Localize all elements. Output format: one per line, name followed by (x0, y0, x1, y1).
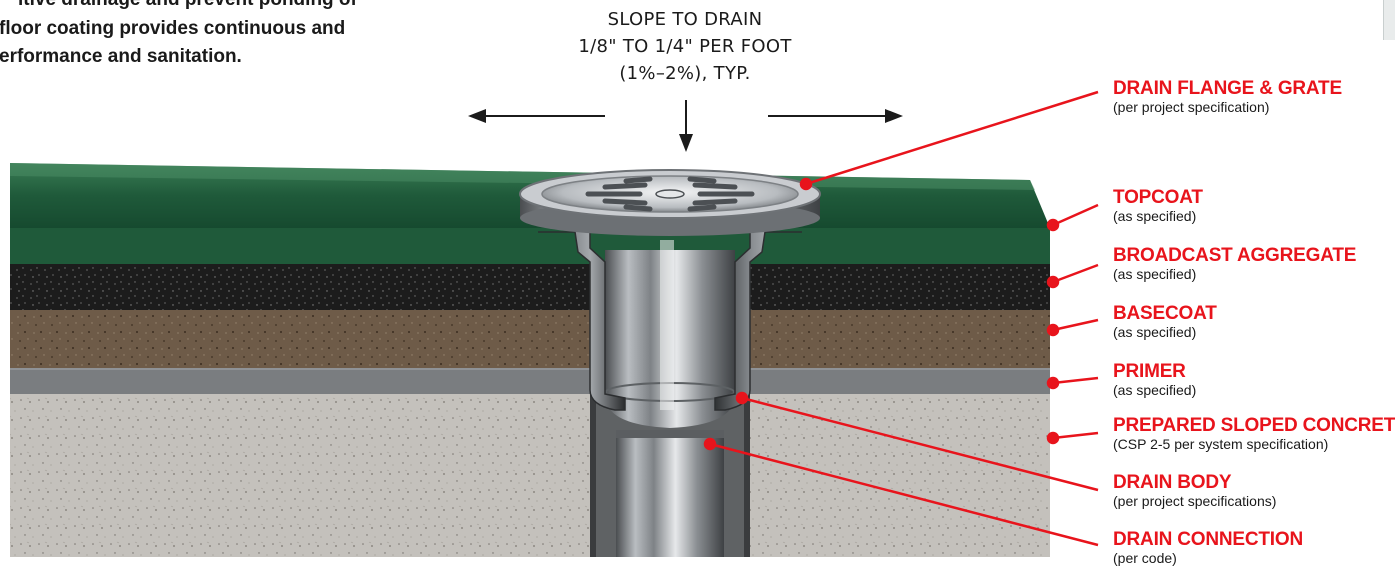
callout-topcoat: TOPCOAT (as specified) (1113, 188, 1203, 225)
broadcast-aggregate-layer (10, 262, 1050, 310)
callout-primer: PRIMER (as specified) (1113, 362, 1196, 399)
callout-title: PREPARED SLOPED CONCRETE (1113, 415, 1395, 436)
leader-line-concrete (1052, 431, 1099, 440)
topcoat-layer (10, 228, 1050, 264)
callout-subtitle: (as specified) (1113, 266, 1197, 282)
callout-title: PRIMER (1113, 361, 1186, 382)
callout-subtitle: (as specified) (1113, 208, 1197, 224)
slope-note-line: 1/8" TO 1/4" PER FOOT (578, 36, 792, 57)
callout-drain-connection: DRAIN CONNECTION (per code) (1113, 530, 1303, 567)
slope-note-line: SLOPE TO DRAIN (607, 9, 763, 30)
leader-line-flange (805, 90, 1099, 186)
callout-subtitle: (per project specification) (1113, 99, 1270, 115)
intro-line: itive drainage and prevent ponding of (18, 0, 357, 11)
callout-subtitle: (per code) (1113, 550, 1177, 566)
intro-line: floor coating provides continuous and (0, 18, 346, 39)
callout-basecoat: BASECOAT (as specified) (1113, 304, 1217, 341)
arrow-down-icon (679, 100, 693, 152)
callout-drain-flange: DRAIN FLANGE & GRATE (per project specif… (1113, 79, 1342, 116)
callout-subtitle: (per project specifications) (1113, 493, 1277, 509)
callout-title: DRAIN BODY (1113, 472, 1232, 493)
edge-panel (1383, 0, 1395, 40)
callout-prepared-concrete: PREPARED SLOPED CONCRETE (CSP 2-5 per sy… (1113, 416, 1395, 453)
callout-title: DRAIN FLANGE & GRATE (1113, 78, 1342, 99)
primer-layer (10, 366, 1050, 394)
intro-line: erformance and sanitation. (0, 46, 242, 67)
concrete-layer (10, 392, 1050, 557)
callout-subtitle: (as specified) (1113, 324, 1197, 340)
basecoat-layer (10, 308, 1050, 368)
slope-note: SLOPE TO DRAIN 1/8" TO 1/4" PER FOOT (1%… (540, 6, 830, 87)
floor-drain-icon (519, 169, 821, 557)
leader-line-basecoat (1052, 318, 1099, 332)
leader-line-topcoat (1052, 203, 1099, 227)
callout-broadcast-aggregate: BROADCAST AGGREGATE (as specified) (1113, 246, 1356, 283)
callout-title: TOPCOAT (1113, 187, 1203, 208)
leader-line-primer (1052, 376, 1099, 385)
callout-title: DRAIN CONNECTION (1113, 529, 1303, 550)
leader-line-drain-body (741, 396, 1099, 492)
callout-drain-body: DRAIN BODY (per project specifications) (1113, 473, 1276, 510)
callout-title: BROADCAST AGGREGATE (1113, 245, 1357, 266)
callout-title: BASECOAT (1113, 303, 1217, 324)
slope-note-line: (1%–2%), TYP. (619, 63, 751, 84)
callout-subtitle: (CSP 2-5 per system specification) (1113, 436, 1329, 452)
leader-line-aggregate (1052, 263, 1099, 284)
arrow-left-icon (468, 109, 605, 123)
leader-line-drain-connection (709, 442, 1099, 547)
intro-text: itive drainage and prevent ponding of fl… (0, 0, 470, 78)
callout-subtitle: (as specified) (1113, 382, 1197, 398)
arrow-right-icon (768, 109, 903, 123)
